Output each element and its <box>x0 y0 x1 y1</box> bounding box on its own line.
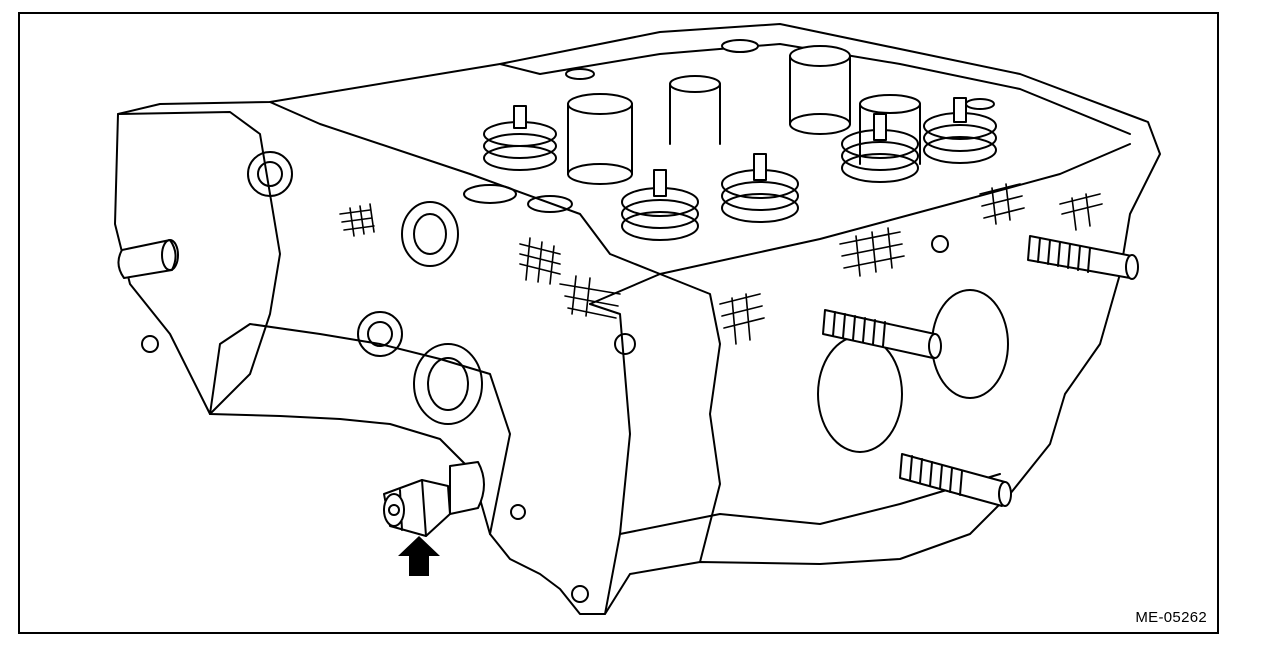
front-bolt-hole-lower <box>572 586 588 602</box>
stud-middle <box>823 310 941 358</box>
front-bolt-hole-upper <box>615 334 635 354</box>
casting-hatch <box>340 184 1102 344</box>
port-boss-upper <box>402 202 458 266</box>
end-bolt-hole <box>142 336 158 352</box>
left-boss-mid <box>358 312 402 356</box>
side-face-lower-edge <box>620 474 1000 534</box>
callout-arrow <box>398 536 440 576</box>
port-boss-lower-inner <box>428 358 468 410</box>
valve-springs <box>484 98 996 240</box>
lifter-bores <box>464 40 994 212</box>
left-boss-upper-hole <box>258 162 282 186</box>
side-bolt-hole <box>932 236 948 252</box>
corner-rib <box>590 274 720 562</box>
figure-frame: ME-05262 <box>18 12 1219 634</box>
port-boss-upper-inner <box>414 214 446 254</box>
deck-edge-right <box>660 144 1130 274</box>
front-bolt-hole-left <box>511 505 525 519</box>
deck-edge-left <box>270 102 660 274</box>
port-boss-lower <box>414 344 482 424</box>
left-boss-mid-hole <box>368 322 392 346</box>
left-boss-upper <box>248 152 292 196</box>
left-shaft-end <box>162 240 178 270</box>
figure-code: ME-05262 <box>1135 609 1207 626</box>
deck-edge-top <box>500 44 1130 134</box>
cylinder-head-drawing <box>20 14 1217 632</box>
left-end-face <box>118 112 280 414</box>
stud-upper-right <box>1028 236 1138 279</box>
plug-fitting <box>384 462 484 536</box>
left-lower-skirt <box>210 324 510 534</box>
stud-lower <box>900 454 1011 506</box>
front-face-edge <box>590 304 630 614</box>
